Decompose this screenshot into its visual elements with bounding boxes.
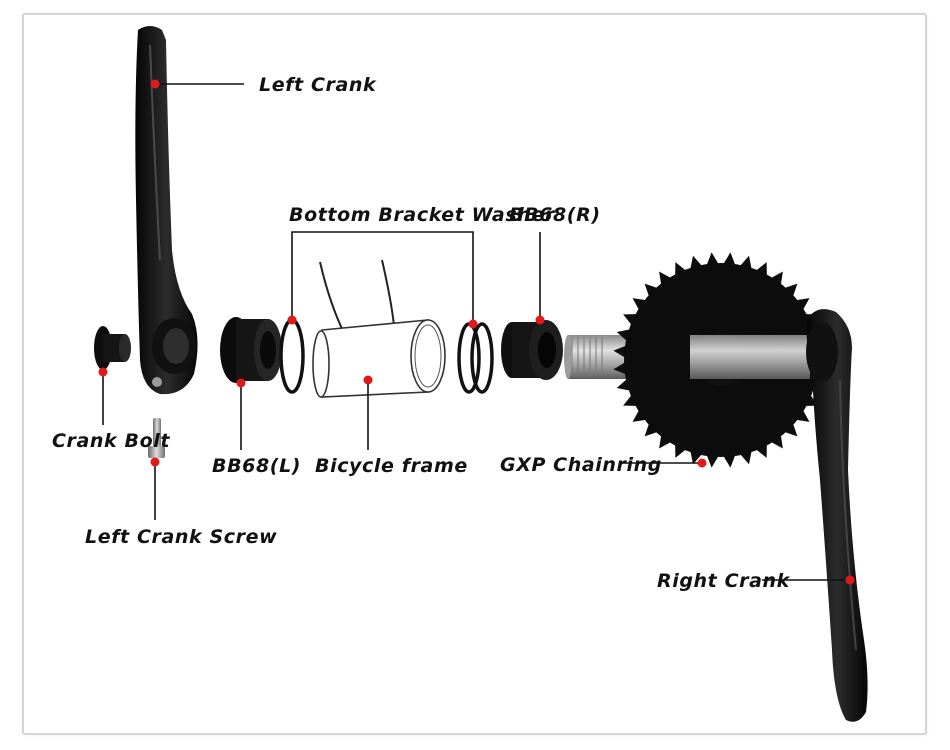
marker-washer-left [287,315,297,325]
label-bicycle-frame: Bicycle frame [315,455,468,477]
marker-right-crank [845,575,855,585]
marker-washer-right [468,319,478,329]
label-bb68-l: BB68(L) [212,455,301,477]
bb68-left-part [220,317,282,383]
label-crank-bolt: Crank Bolt [52,430,170,452]
right-crank-part [806,309,868,722]
bb68-right-part [501,320,563,380]
left-crank-screw-part [148,418,165,458]
label-left-crank: Left Crank [259,74,377,96]
marker-gxp-chainring [697,458,707,468]
marker-crank-bolt [98,367,108,377]
marker-bb68-l [236,378,246,388]
figure-border [22,13,927,735]
label-left-crank-screw: Left Crank Screw [85,526,277,548]
washer-right-part-2 [470,322,494,394]
crank-bolt-part [94,326,131,370]
marker-left-crank [150,79,160,89]
spindle-front-part [690,335,810,379]
label-bottom-bracket-washer: Bottom Bracket Washer [289,204,556,226]
label-gxp-chainring: GXP Chainring [500,454,662,476]
washer-left-part [279,318,305,394]
left-crank-part [135,26,198,395]
leader-bottom-bracket-washer [291,231,474,320]
marker-left-crank-screw [150,457,160,467]
marker-bicycle-frame [363,375,373,385]
marker-bb68-r [535,315,545,325]
bicycle-frame-part [312,259,446,398]
label-bb68-r: BB68(R) [509,204,601,226]
label-right-crank: Right Crank [657,570,791,592]
